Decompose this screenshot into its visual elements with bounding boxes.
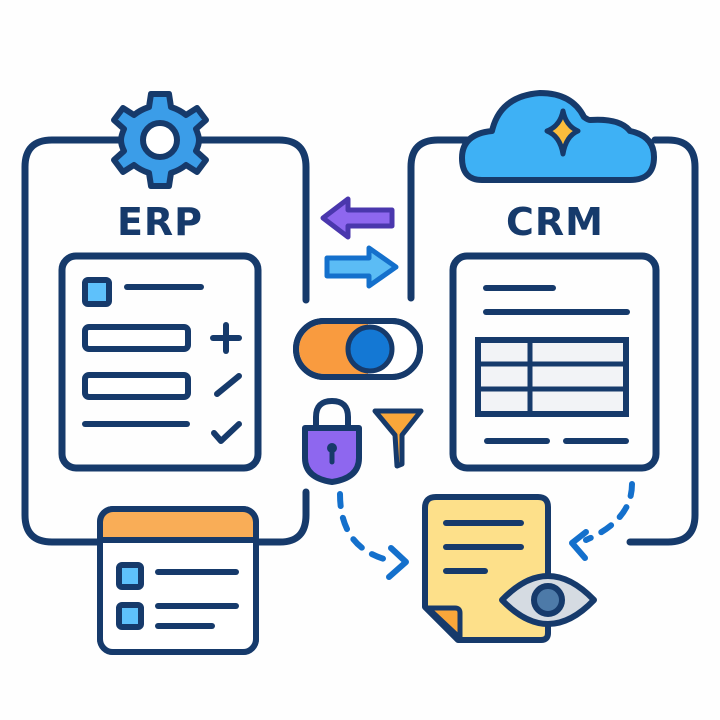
erp-title: ERP <box>116 200 204 244</box>
dashed-arrow-from-crm <box>569 481 635 561</box>
crm-document <box>449 252 660 472</box>
plus-icon <box>210 322 242 354</box>
panel-checkbox-2 <box>116 602 144 630</box>
filter-icon <box>372 408 424 469</box>
arrow-left-icon <box>320 196 395 240</box>
cloud-sparkle-icon <box>459 90 657 183</box>
check-icon <box>211 421 242 444</box>
form-input-1 <box>82 324 191 352</box>
arrow-right-icon <box>324 245 399 289</box>
form-input-2 <box>82 372 191 400</box>
eye-icon <box>499 573 597 627</box>
toggle-switch <box>293 318 423 380</box>
dashed-arrow-from-lock <box>337 491 409 580</box>
crm-frame <box>407 136 699 546</box>
crm-data-table <box>475 337 629 417</box>
panel-checkbox-1 <box>116 562 144 590</box>
erp-form <box>58 252 262 472</box>
gear-icon <box>111 91 209 189</box>
crm-title: CRM <box>506 200 604 244</box>
erp-frame <box>21 136 310 546</box>
lock-icon <box>302 397 362 485</box>
form-checkbox <box>82 277 112 307</box>
pencil-icon <box>214 373 242 397</box>
erp-bottom-panel <box>97 506 259 655</box>
sparkle-icon <box>544 108 581 157</box>
